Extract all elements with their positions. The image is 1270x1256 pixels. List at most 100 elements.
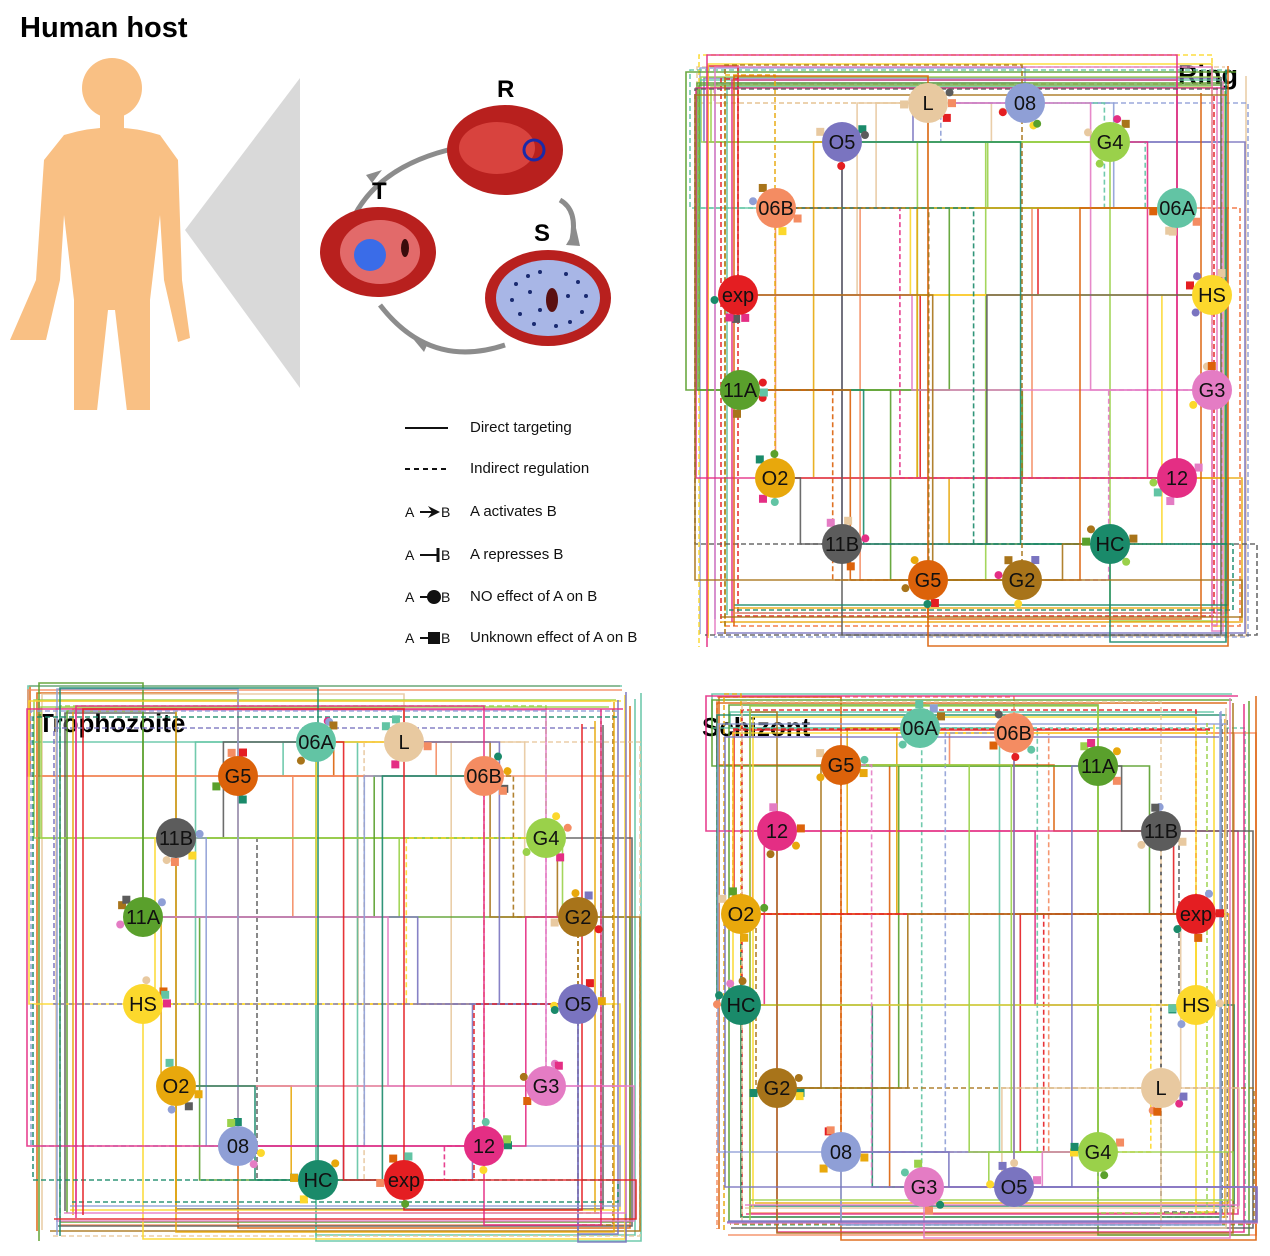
edge [32, 716, 617, 1181]
gene-node-08: 08 [998, 83, 1045, 130]
no-effect-marker [792, 841, 801, 850]
unknown-effect-marker [1168, 1004, 1177, 1013]
edge [1014, 732, 1098, 1153]
gene-node-o5: O5 [550, 979, 606, 1024]
node-label: O2 [163, 1076, 190, 1098]
node-circle [558, 984, 598, 1024]
legend-activates: A activates B [470, 503, 557, 520]
node-circle [721, 894, 761, 934]
no-effect-marker [1100, 1171, 1109, 1180]
edge [733, 729, 1210, 915]
edge [923, 698, 1231, 1239]
gene-node-11a: 11A [116, 895, 166, 937]
gene-node-06b: 06B [989, 710, 1036, 761]
unknown-effect-marker [1194, 463, 1203, 472]
unknown-effect-marker [597, 997, 606, 1006]
gene-node-g4: G4 [1070, 1132, 1125, 1180]
unknown-effect-marker [584, 891, 593, 900]
node-label: O5 [1001, 1177, 1028, 1199]
node-label: G2 [565, 907, 592, 929]
node-circle [558, 897, 598, 937]
no-effect-marker [770, 450, 779, 459]
edge [696, 82, 1225, 391]
node-label: O2 [728, 904, 755, 926]
node-circle [822, 524, 862, 564]
gene-node-06a: 06A [1149, 188, 1201, 236]
no-effect-marker [550, 1006, 559, 1015]
node-circle [464, 1126, 504, 1166]
unknown-effect-marker [381, 722, 390, 731]
node-circle [1078, 746, 1118, 786]
unknown-effect-marker [1153, 488, 1162, 497]
unknown-effect-marker [795, 1092, 804, 1101]
legend-glyph-b: B [441, 589, 451, 605]
node-label: O5 [565, 994, 592, 1016]
edge [1211, 86, 1223, 627]
edge [729, 543, 1234, 611]
no-effect-marker [1175, 1099, 1184, 1108]
gene-node-o5: O5 [986, 1159, 1042, 1207]
edge [694, 94, 1227, 581]
node-circle [384, 1160, 424, 1200]
edge [1211, 87, 1218, 626]
no-effect-marker [195, 829, 204, 838]
unknown-effect-marker [758, 494, 767, 503]
unknown-effect-marker [1217, 269, 1226, 278]
no-effect-marker [860, 131, 869, 140]
edge [840, 711, 1222, 1226]
edge [59, 687, 319, 1236]
node-circle [298, 1160, 338, 1200]
unknown-effect-marker [718, 894, 727, 903]
node-circle [822, 122, 862, 162]
unknown-effect-marker [1166, 497, 1175, 506]
trophozoite-edges [26, 682, 642, 1243]
edge [777, 913, 1196, 1089]
edge [714, 66, 1213, 635]
unknown-effect-marker [846, 562, 855, 571]
legend-glyph-b: B [441, 630, 451, 646]
unknown-effect-marker [741, 313, 750, 322]
edge [728, 732, 1257, 1236]
unknown-effect-marker [194, 1090, 203, 1099]
gene-node-o2: O2 [718, 887, 769, 942]
no-effect-marker [256, 1148, 265, 1157]
node-label: 06B [466, 766, 502, 788]
node-circle [1090, 122, 1130, 162]
edge [777, 764, 841, 1089]
gene-node-06b: 06B [464, 752, 512, 796]
edge [776, 703, 1234, 1234]
node-label: 12 [766, 821, 788, 843]
gene-node-g4: G4 [1084, 115, 1130, 168]
no-effect-marker [860, 755, 869, 764]
unknown-effect-marker [1070, 1142, 1079, 1151]
no-effect-marker [116, 920, 125, 929]
unknown-effect-marker [290, 1173, 299, 1182]
node-circle [1141, 811, 1181, 851]
gene-node-g2: G2 [550, 889, 603, 937]
edge [746, 830, 1239, 1215]
unknown-effect-marker [233, 1118, 242, 1127]
edge [841, 732, 1014, 1153]
unknown-effect-marker [1185, 281, 1194, 290]
edge [740, 719, 1226, 1218]
no-effect-marker [900, 1168, 909, 1177]
node-label: O5 [829, 132, 856, 154]
stage-label-t: T [372, 178, 387, 205]
node-circle [755, 458, 795, 498]
node-circle [900, 708, 940, 748]
edge [841, 913, 1196, 1153]
no-effect-marker [503, 767, 512, 776]
gene-node-o2: O2 [156, 1058, 203, 1114]
gene-node-g3: G3 [900, 1159, 945, 1215]
unknown-effect-marker [1149, 207, 1158, 216]
no-effect-marker [1014, 599, 1023, 608]
unknown-effect-marker [749, 1089, 758, 1098]
node-label: 06B [758, 198, 794, 220]
unknown-effect-marker [161, 990, 170, 999]
legend-unknown-effect: Unknown effect of A on B [470, 629, 638, 646]
node-circle [123, 984, 163, 1024]
unknown-effect-marker [118, 901, 127, 910]
unknown-effect-marker [816, 127, 825, 136]
unknown-effect-marker [227, 748, 236, 757]
